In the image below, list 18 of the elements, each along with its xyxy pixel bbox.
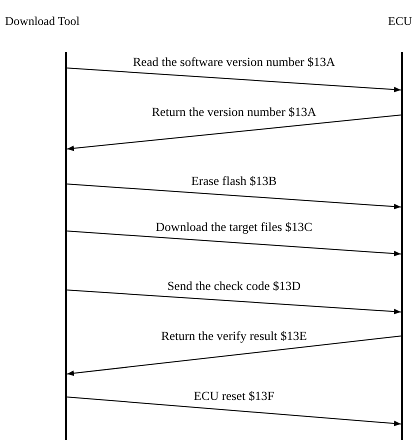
- lifeline-title: ECU: [388, 14, 412, 28]
- lifeline-title: Download Tool: [5, 14, 80, 28]
- message-arrow: [66, 114, 402, 152]
- message-arrow: [66, 290, 402, 314]
- edge-label: Send the check code $13D: [165, 279, 303, 293]
- edge-label: Read the software version number $13A: [130, 55, 338, 69]
- edge-label: Erase flash $13B: [189, 174, 279, 188]
- lifeline: [65, 52, 67, 440]
- edge-label: Download the target files $13C: [154, 220, 314, 234]
- message-arrow: [66, 336, 402, 376]
- edge-label: Return the verify result $13E: [159, 329, 309, 343]
- message-arrow: [66, 230, 402, 256]
- message-arrow: [66, 68, 402, 92]
- message-arrow: [66, 396, 402, 426]
- message-arrow: [66, 184, 402, 210]
- edge-label: Return the version number $13A: [150, 105, 318, 119]
- lifeline: [401, 52, 403, 440]
- edge-label: ECU reset $13F: [192, 389, 276, 403]
